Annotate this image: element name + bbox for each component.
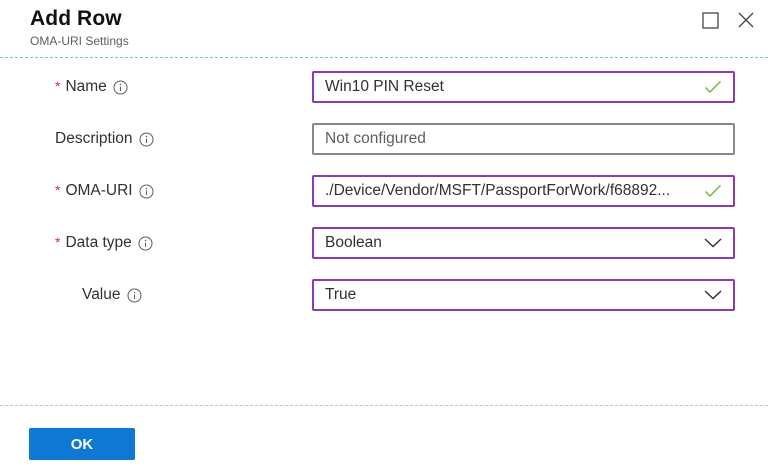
close-icon (738, 12, 754, 28)
checkmark-icon (703, 181, 723, 201)
value-label-text: Value (82, 286, 121, 303)
header-divider (0, 57, 768, 58)
value-selected: True (325, 286, 357, 303)
description-label: Description (55, 123, 154, 155)
required-marker: * (55, 78, 61, 94)
oma-uri-input[interactable]: ./Device/Vendor/MSFT/PassportForWork/f68… (312, 175, 735, 207)
header-actions (700, 10, 756, 30)
chevron-down-icon (703, 285, 723, 305)
value-label: Value (82, 279, 142, 311)
info-icon[interactable] (139, 184, 154, 199)
data-type-dropdown[interactable]: Boolean (312, 227, 735, 259)
name-input-value: Win10 PIN Reset (325, 78, 444, 95)
page-title: Add Row (30, 7, 122, 30)
description-row: Description Not configured (0, 123, 768, 155)
page-subtitle: OMA-URI Settings (30, 34, 129, 48)
name-input[interactable]: Win10 PIN Reset (312, 71, 735, 103)
close-button[interactable] (736, 10, 756, 30)
info-icon[interactable] (127, 288, 142, 303)
description-input[interactable]: Not configured (312, 123, 735, 155)
chevron-down-icon (703, 233, 723, 253)
oma-uri-label-text: OMA-URI (65, 182, 133, 199)
panel-header: Add Row OMA-URI Settings (30, 5, 129, 48)
name-label-text: Name (65, 78, 107, 95)
name-row: * Name Win10 PIN Reset (0, 71, 768, 103)
description-placeholder: Not configured (325, 130, 426, 147)
oma-uri-row: * OMA-URI ./Device/Vendor/MSFT/PassportF… (0, 175, 768, 207)
value-row: Value True (0, 279, 768, 311)
footer-divider (0, 405, 768, 406)
description-label-text: Description (55, 130, 133, 147)
oma-uri-label: * OMA-URI (55, 175, 154, 207)
data-type-row: * Data type Boolean (0, 227, 768, 259)
name-label: * Name (55, 71, 128, 103)
data-type-selected: Boolean (325, 234, 382, 251)
info-icon[interactable] (138, 236, 153, 251)
maximize-button[interactable] (700, 10, 720, 30)
ok-button[interactable]: OK (29, 428, 135, 460)
info-icon[interactable] (113, 80, 128, 95)
checkmark-icon (703, 77, 723, 97)
required-marker: * (55, 234, 61, 250)
data-type-label-text: Data type (65, 234, 132, 251)
oma-uri-input-value: ./Device/Vendor/MSFT/PassportForWork/f68… (325, 182, 671, 199)
value-dropdown[interactable]: True (312, 279, 735, 311)
maximize-icon (701, 11, 719, 29)
info-icon[interactable] (139, 132, 154, 147)
required-marker: * (55, 182, 61, 198)
data-type-label: * Data type (55, 227, 153, 259)
